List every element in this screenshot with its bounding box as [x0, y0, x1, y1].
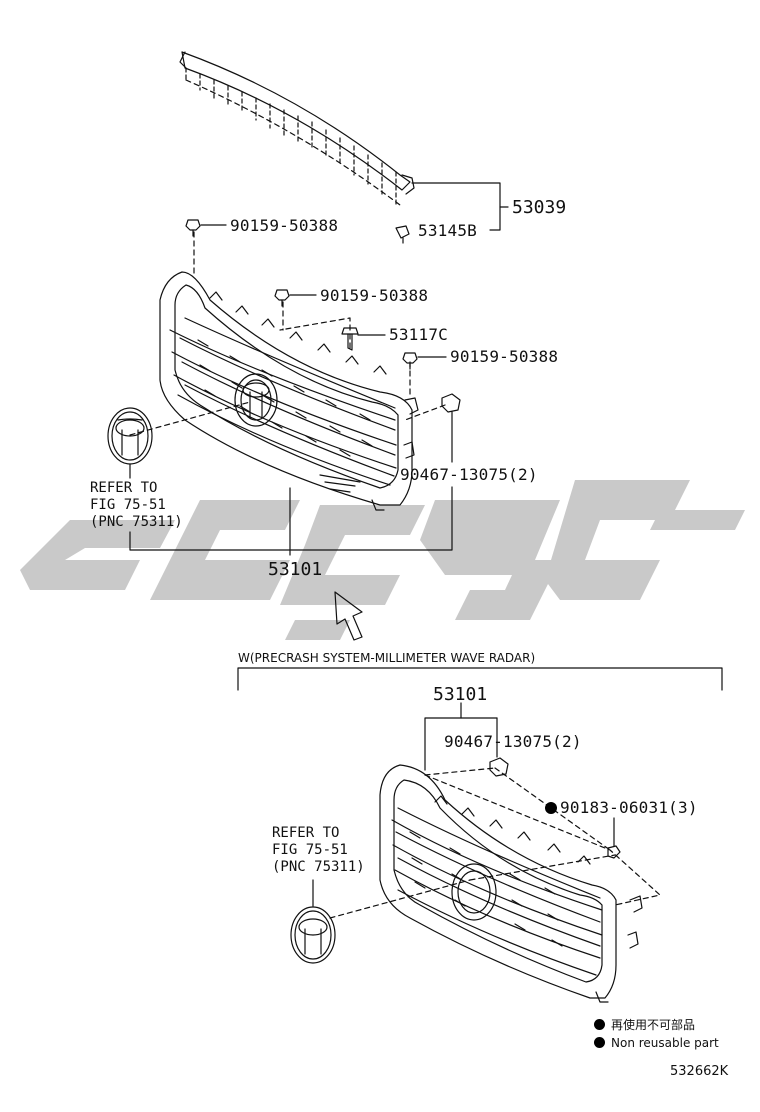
callout-90159-50388-c: 90159-50388	[450, 347, 559, 366]
legend-non-reusable-jp: 再使用不可部品	[594, 1016, 695, 1033]
legend-dot-icon	[594, 1037, 605, 1048]
legend-dot-icon	[594, 1019, 605, 1030]
callout-90159-50388-a: 90159-50388	[230, 216, 339, 235]
emblem-upper	[107, 407, 153, 465]
screw-53117c	[341, 327, 359, 351]
callout-53039: 53039	[512, 197, 567, 218]
callout-90159-50388-b: 90159-50388	[320, 286, 429, 305]
condition-label: W(PRECRASH SYSTEM-MILLIMETER WAVE RADAR)	[238, 651, 536, 665]
view-arrow	[334, 591, 363, 641]
emblem-lower	[290, 906, 336, 964]
clip-90467-upper	[441, 393, 461, 413]
clip-90183	[607, 845, 621, 859]
bolt-90159-50388-b	[274, 289, 290, 307]
non-reusable-marker	[545, 802, 557, 814]
refer-note-lower: REFER TO FIG 75-51 (PNC 75311)	[272, 825, 365, 875]
bolt-90159-50388-a	[185, 219, 201, 237]
bolt-90159-50388-c	[402, 352, 418, 370]
radiator-grille-upper	[159, 271, 419, 511]
refer-note-upper: REFER TO FIG 75-51 (PNC 75311)	[90, 480, 183, 530]
diagram-code: 532662K	[670, 1064, 729, 1079]
callout-90467-13075-lower: 90467-13075(2)	[444, 732, 582, 751]
condition-bracket	[237, 667, 723, 691]
clip-53145b	[395, 225, 410, 244]
clip-90467-lower	[489, 757, 509, 777]
callout-53101-lower: 53101	[433, 684, 488, 705]
watermark-logo	[20, 480, 745, 640]
install-lines-upper	[129, 231, 446, 436]
callout-90183-06031: 90183-06031(3)	[560, 798, 698, 817]
install-lines-lower	[329, 767, 661, 919]
legend-non-reusable-en: Non reusable part	[594, 1036, 719, 1050]
leader-53101-lower	[424, 717, 498, 771]
callout-53117c: 53117C	[389, 325, 448, 344]
callout-90467-13075-upper: 90467-13075(2)	[400, 465, 538, 484]
grille-garnish-strip	[179, 51, 415, 206]
callout-53145b: 53145B	[418, 221, 477, 240]
leader-53101-upper	[129, 486, 453, 551]
radiator-grille-lower	[379, 764, 643, 1003]
callout-53101-upper: 53101	[268, 559, 323, 580]
